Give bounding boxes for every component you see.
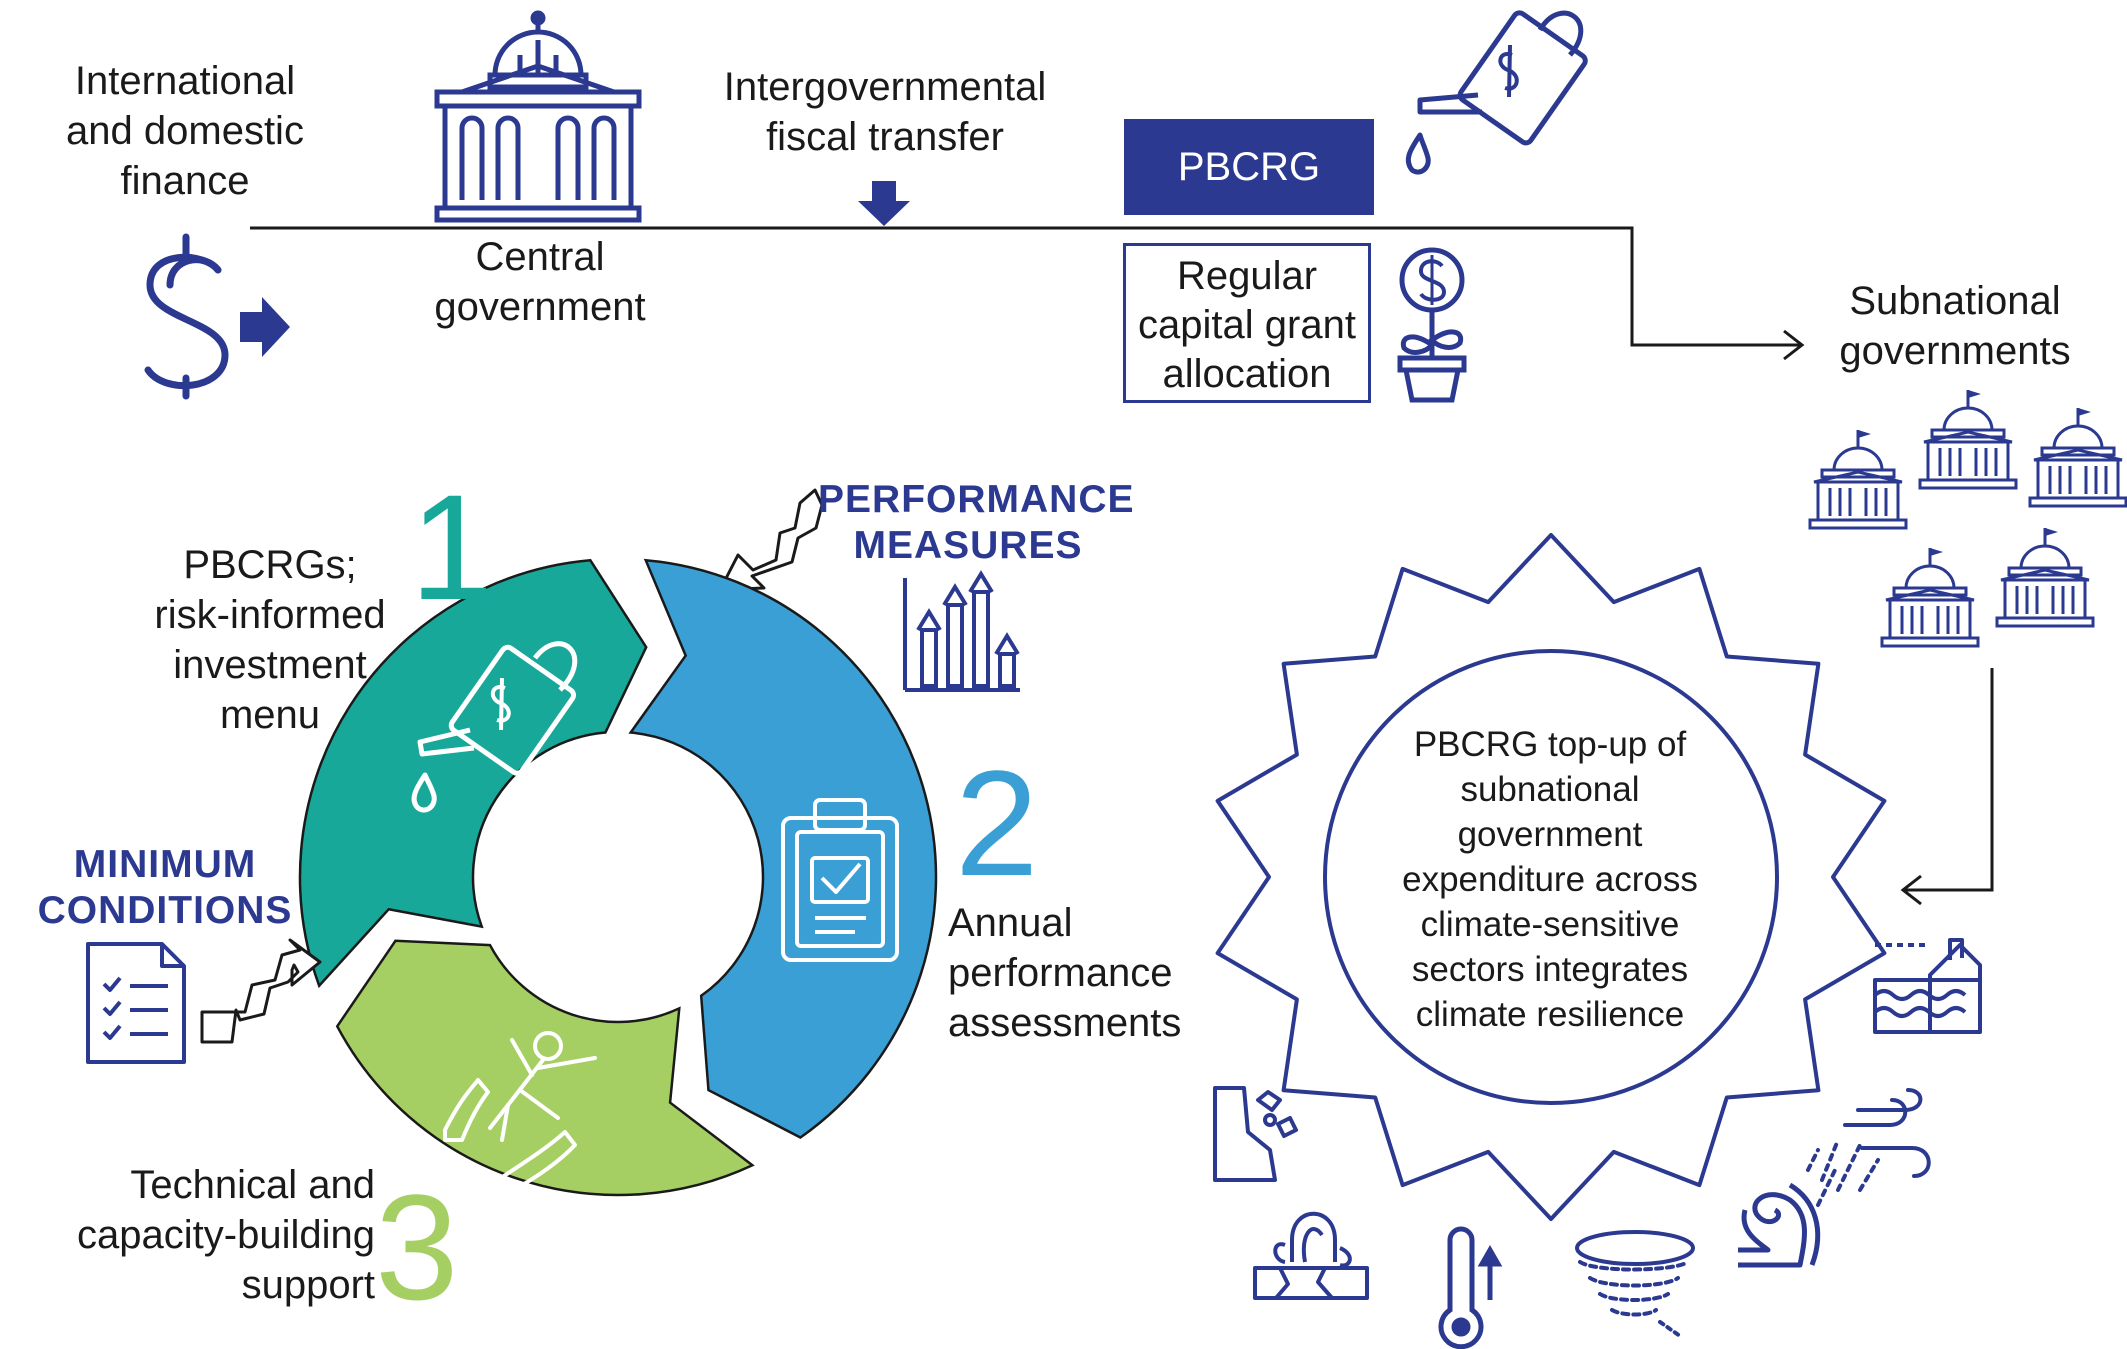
step2-number: 2	[955, 739, 1039, 907]
conditions-zigzag-arrow	[200, 938, 322, 1044]
bar-chart-arrows-icon	[903, 570, 1020, 692]
watering-can-dollar-icon	[411, 641, 578, 813]
flood-icon	[1873, 938, 1982, 1034]
checklist-document-icon	[86, 942, 186, 1064]
performance-zigzag-arrow	[718, 488, 824, 592]
tornado-icon	[1575, 1230, 1695, 1338]
clipboard-check-icon	[781, 798, 899, 962]
capitol-building-icon	[434, 10, 642, 223]
dollar-icon	[144, 233, 290, 400]
climate-badge-star	[1215, 533, 1887, 1221]
dollar-plant-icon	[1397, 247, 1467, 403]
thermometer-icon	[1438, 1226, 1503, 1349]
wind-rain-icon	[1806, 1088, 1931, 1207]
cycle-segment-1	[298, 558, 648, 989]
municipal-building-icon	[1808, 388, 2127, 648]
hands-person-icon	[443, 1031, 597, 1194]
fiscal-flow-line	[250, 226, 1805, 361]
climate-badge-circle	[1323, 649, 1779, 1105]
drought-icon	[1253, 1211, 1369, 1300]
wave-icon	[1738, 1182, 1821, 1268]
transfer-arrow-icon	[858, 181, 910, 226]
watering-can-dollar-icon	[1405, 10, 1588, 175]
pbcrg-box: PBCRG	[1124, 119, 1374, 215]
step3-number: 3	[375, 1163, 459, 1331]
landslide-icon	[1213, 1086, 1298, 1182]
step1-number: 1	[410, 463, 494, 631]
subnational-flow-line	[1900, 668, 1994, 906]
